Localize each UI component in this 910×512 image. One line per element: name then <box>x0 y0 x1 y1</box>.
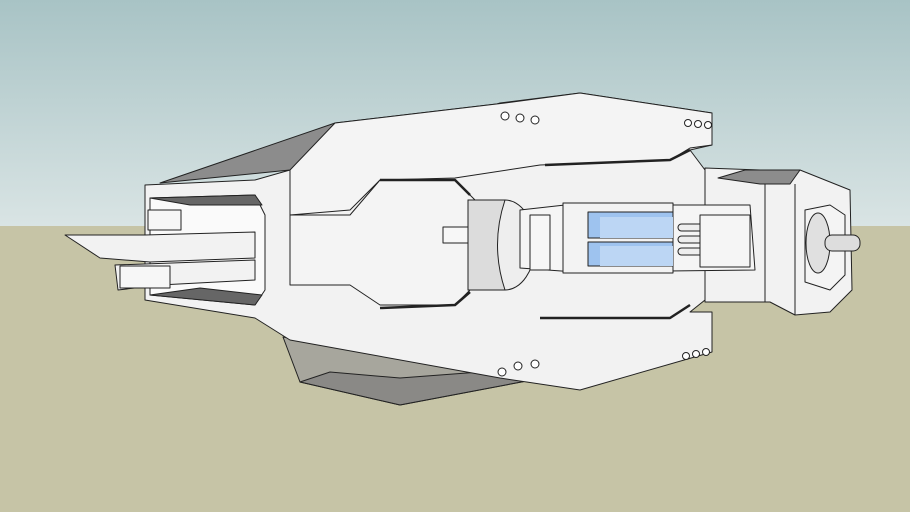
upper-prong <box>64 231 256 263</box>
sensor-box <box>442 226 469 244</box>
spaceship-model <box>64 92 861 406</box>
rivets <box>497 111 712 377</box>
hull-trim <box>540 303 691 320</box>
hull-trim <box>544 148 691 167</box>
front-cavity-bottom <box>149 287 263 306</box>
front-cavity-top <box>149 194 263 206</box>
rear-engine-top <box>717 169 801 185</box>
engine-exhaust <box>824 234 861 252</box>
